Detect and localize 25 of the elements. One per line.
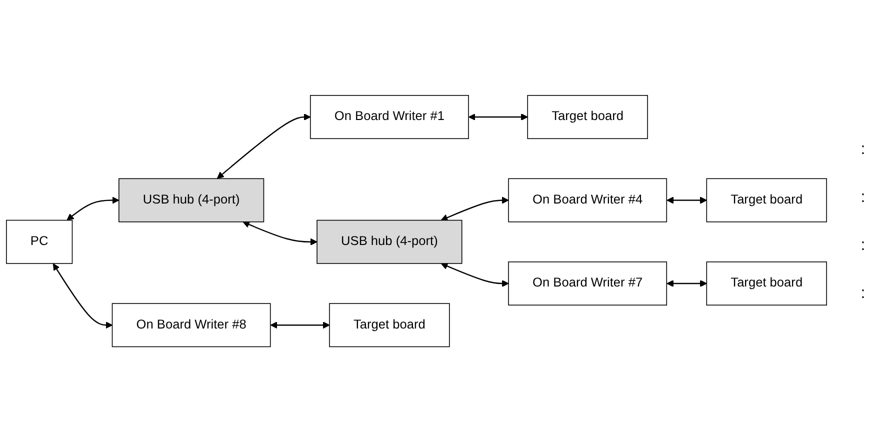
ellipsis-mark: : bbox=[860, 236, 866, 254]
node-box: PC bbox=[6, 220, 73, 264]
arrow bbox=[666, 280, 707, 288]
node-box: On Board Writer #8 bbox=[112, 304, 271, 348]
node-box: On Board Writer #1 bbox=[310, 95, 469, 140]
node-box: USB hub (4-port) bbox=[316, 220, 462, 264]
arrow bbox=[468, 114, 528, 121]
node-box: Target board bbox=[527, 95, 648, 140]
node-box: Target board bbox=[329, 304, 450, 348]
ellipsis-mark: : bbox=[860, 188, 866, 206]
arrow bbox=[242, 222, 318, 246]
node-box: On Board Writer #7 bbox=[508, 262, 668, 306]
arrow bbox=[52, 264, 113, 330]
arrow bbox=[666, 197, 707, 204]
arrow bbox=[440, 263, 509, 288]
node-box: Target board bbox=[706, 262, 827, 306]
arrow bbox=[270, 322, 330, 330]
node-box: On Board Writer #4 bbox=[508, 178, 668, 223]
arrow bbox=[216, 114, 311, 180]
arrow bbox=[66, 197, 120, 221]
ellipsis-mark: : bbox=[860, 284, 866, 302]
arrow bbox=[440, 197, 509, 222]
node-box: Target board bbox=[706, 178, 827, 223]
ellipsis-mark: : bbox=[860, 140, 866, 158]
node-box: USB hub (4-port) bbox=[118, 178, 264, 223]
